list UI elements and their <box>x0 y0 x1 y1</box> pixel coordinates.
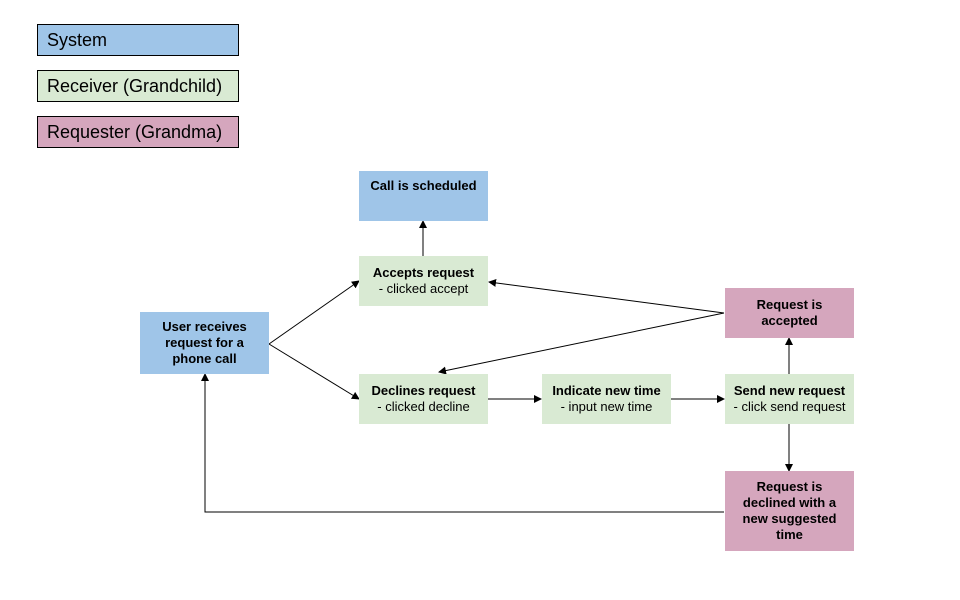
arrow-user-to-accepts <box>268 280 360 345</box>
node-accepts-request: Accepts request - clicked accept <box>359 256 488 306</box>
node-indicate-new-time: Indicate new time - input new time <box>542 374 671 424</box>
node-send-new-request-title: Send new request <box>733 383 846 398</box>
node-user-receives: User receives request for a phone call <box>140 312 269 374</box>
node-declines-request-title: Declines request <box>371 383 476 398</box>
node-call-scheduled: Call is scheduled <box>359 171 488 221</box>
arrow-accepted-to-accepts <box>488 278 725 314</box>
node-request-declined: Request is declined with a new suggested… <box>725 471 854 551</box>
node-indicate-new-time-title: Indicate new time <box>552 383 661 398</box>
node-accepts-request-title: Accepts request <box>372 265 475 280</box>
arrow-declined-to-user <box>201 373 724 513</box>
arrow-user-to-declines <box>268 343 360 400</box>
node-call-scheduled-title: Call is scheduled <box>370 178 477 193</box>
legend-system: System <box>37 24 239 56</box>
node-user-receives-title: User receives request for a phone call <box>162 319 247 366</box>
node-send-new-request: Send new request - click send request <box>725 374 854 424</box>
legend-receiver: Receiver (Grandchild) <box>37 70 239 102</box>
node-request-accepted: Request is accepted <box>725 288 854 338</box>
node-request-accepted-title: Request is accepted <box>756 297 823 328</box>
node-send-new-request-detail: - click send request <box>733 399 846 414</box>
node-declines-request: Declines request - clicked decline <box>359 374 488 424</box>
legend-requester: Requester (Grandma) <box>37 116 239 148</box>
node-accepts-request-detail: - clicked accept <box>378 281 469 296</box>
node-indicate-new-time-detail: - input new time <box>560 399 653 414</box>
node-request-declined-title: Request is declined with a new suggested… <box>742 479 837 542</box>
arrow-accepted-to-declines <box>438 312 725 375</box>
node-declines-request-detail: - clicked decline <box>377 399 470 414</box>
